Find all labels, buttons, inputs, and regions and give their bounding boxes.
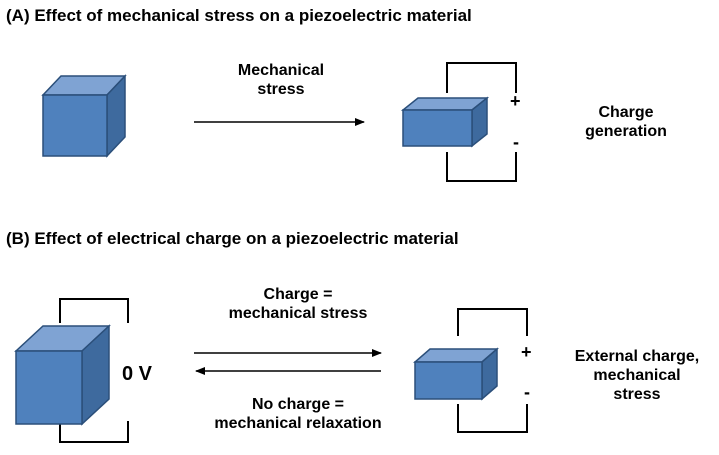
panel-b-right-bottom-electrode [457,404,528,433]
panel-b-minus-sign: - [524,382,530,402]
panel-a-heading: (A) Effect of mechanical stress on a pie… [6,6,472,25]
panel-b-voltage-label: 0 V [122,363,153,385]
panel-b-result-label: External charge, mechanical stress [558,347,716,405]
panel-b-result-line3: stress [613,386,661,404]
panel-b-relax-label-line1: No charge = [251,396,345,413]
panel-b-compressed-cube [412,347,500,401]
panel-a-result-label: Charge generation [568,103,684,141]
panel-a-result-line1: Charge [598,104,654,121]
panel-b-result-line2: mechanical [593,367,681,385]
panel-a-plus-sign: + [510,91,521,111]
panel-a-arrow-label-line1: Mechanical [237,62,325,79]
panel-a-minus-sign: - [513,132,519,152]
panel-b-charge-label-line2: mechanical stress [228,305,368,323]
panel-b-relax-label: No charge = mechanical relaxation [200,395,396,433]
panel-b-charge-label: Charge = mechanical stress [210,285,386,323]
panel-b-left-top-electrode [59,298,129,323]
panel-b-heading: (B) Effect of electrical charge on a pie… [6,229,459,248]
panel-a-bottom-electrode [446,152,517,182]
panel-b-relax-label-line2: mechanical relaxation [214,415,382,433]
panel-a-result-line2: generation [585,123,667,141]
panel-a-compressed-cube [400,96,490,148]
panel-b-plus-sign: + [521,342,532,362]
panel-a-top-electrode [446,62,517,93]
panel-a-arrow-label-line2: stress [257,81,305,99]
panel-a-arrow-label: Mechanical stress [214,61,348,99]
panel-b-cube [14,324,111,426]
panel-a-cube [41,74,127,158]
panel-b-charge-label-line1: Charge = [263,286,333,303]
panel-b-left-bottom-electrode [59,421,129,443]
panel-b-result-line1: External charge, [574,348,700,365]
panel-b-right-top-electrode [457,308,528,336]
